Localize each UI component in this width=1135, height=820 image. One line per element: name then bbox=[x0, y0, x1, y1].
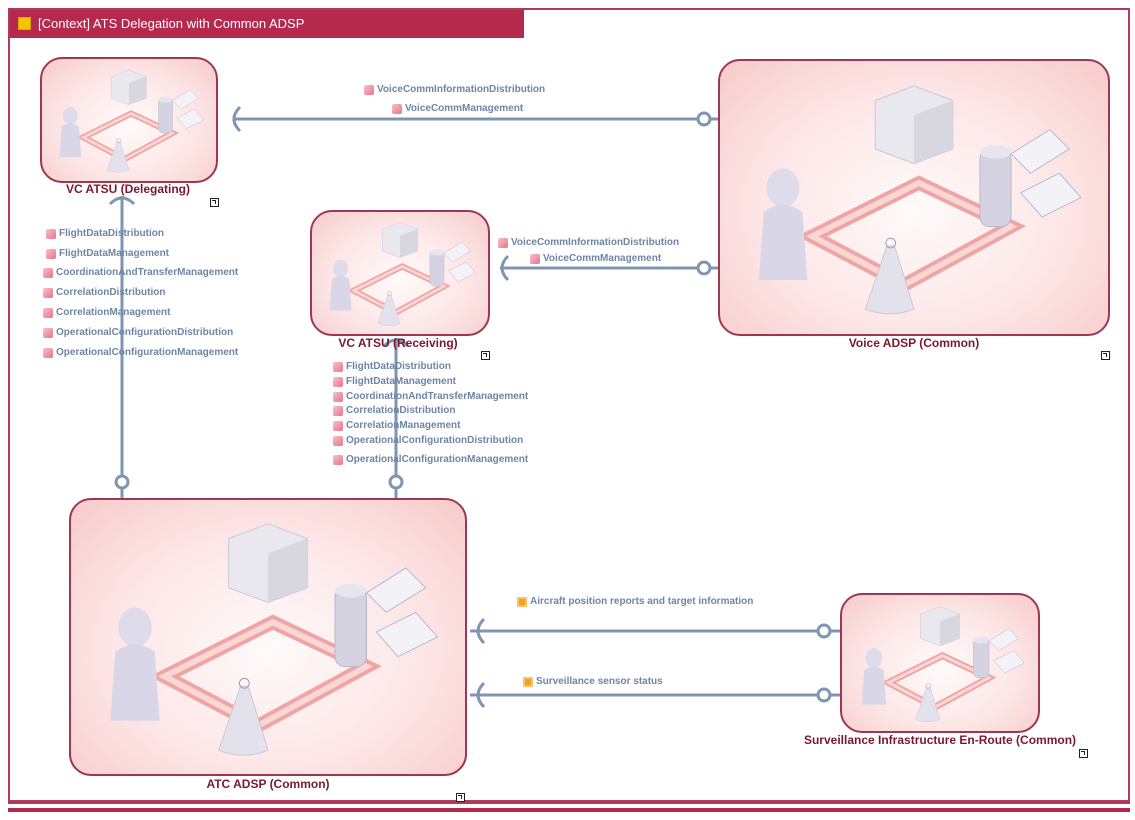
lollipop-icon bbox=[696, 260, 712, 276]
flow-label[interactable]: VoiceCommManagement bbox=[392, 103, 523, 114]
node-label-voice-adsp: Voice ADSP (Common) bbox=[848, 336, 980, 350]
flow-label[interactable]: CorrelationManagement bbox=[333, 420, 460, 431]
flow-label[interactable]: CoordinationAndTransferManagement bbox=[333, 391, 528, 402]
node-voice-adsp[interactable] bbox=[718, 59, 1110, 336]
expand-icon[interactable] bbox=[210, 198, 219, 207]
flow-label[interactable]: FlightDataManagement bbox=[46, 248, 169, 259]
node-vc-atsu-delegating[interactable] bbox=[40, 57, 218, 183]
flow-label[interactable]: FlightDataDistribution bbox=[333, 361, 451, 372]
flow-label[interactable]: CoordinationAndTransferManagement bbox=[43, 267, 238, 278]
system-icon bbox=[71, 500, 465, 774]
node-atc-adsp[interactable] bbox=[69, 498, 467, 776]
node-label-vc-delegating: VC ATSU (Delegating) bbox=[65, 182, 191, 196]
expand-icon[interactable] bbox=[456, 793, 465, 802]
flow-label[interactable]: OperationalConfigurationManagement bbox=[43, 347, 238, 358]
node-surveillance-infrastructure[interactable] bbox=[840, 593, 1040, 733]
system-icon bbox=[312, 212, 488, 334]
system-icon bbox=[42, 59, 216, 181]
flow-label[interactable]: CorrelationDistribution bbox=[43, 287, 165, 298]
flow-label[interactable]: VoiceCommInformationDistribution bbox=[498, 237, 679, 248]
socket-icon bbox=[232, 105, 242, 133]
lollipop-icon bbox=[816, 623, 832, 639]
flow-label[interactable]: Aircraft position reports and target inf… bbox=[517, 596, 753, 607]
socket-icon bbox=[476, 681, 486, 709]
lollipop-icon bbox=[696, 111, 712, 127]
flow-label[interactable]: VoiceCommManagement bbox=[530, 253, 661, 264]
socket-icon bbox=[500, 254, 510, 282]
diagram-title-tab[interactable]: [Context] ATS Delegation with Common ADS… bbox=[10, 10, 524, 38]
node-label-atc-adsp: ATC ADSP (Common) bbox=[206, 777, 330, 791]
node-label-surveillance: Surveillance Infrastructure En-Route (Co… bbox=[803, 733, 1077, 747]
node-vc-atsu-receiving[interactable] bbox=[310, 210, 490, 336]
system-icon bbox=[842, 595, 1038, 731]
diagram-title: [Context] ATS Delegation with Common ADS… bbox=[38, 16, 305, 31]
node-label-vc-receiving: VC ATSU (Receiving) bbox=[338, 336, 458, 350]
lollipop-icon bbox=[816, 687, 832, 703]
flow-label[interactable]: OperationalConfigurationManagement bbox=[333, 454, 528, 465]
flow-label[interactable]: OperationalConfigurationDistribution bbox=[43, 327, 233, 338]
flow-label[interactable]: FlightDataDistribution bbox=[46, 228, 164, 239]
expand-icon[interactable] bbox=[481, 351, 490, 360]
diagram-frame bbox=[8, 8, 1130, 804]
flow-label[interactable]: FlightDataManagement bbox=[333, 376, 456, 387]
lollipop-icon bbox=[114, 474, 130, 490]
flow-label[interactable]: Surveillance sensor status bbox=[523, 676, 663, 687]
flow-label[interactable]: OperationalConfigurationDistribution bbox=[333, 435, 523, 446]
bottom-bar bbox=[8, 808, 1130, 812]
diagram-icon bbox=[18, 17, 31, 30]
lollipop-icon bbox=[388, 474, 404, 490]
expand-icon[interactable] bbox=[1079, 749, 1088, 758]
flow-label[interactable]: CorrelationManagement bbox=[43, 307, 170, 318]
flow-label[interactable]: VoiceCommInformationDistribution bbox=[364, 84, 545, 95]
expand-icon[interactable] bbox=[1101, 351, 1110, 360]
flow-label[interactable]: CorrelationDistribution bbox=[333, 405, 455, 416]
system-icon bbox=[720, 61, 1108, 334]
socket-icon bbox=[476, 617, 486, 645]
